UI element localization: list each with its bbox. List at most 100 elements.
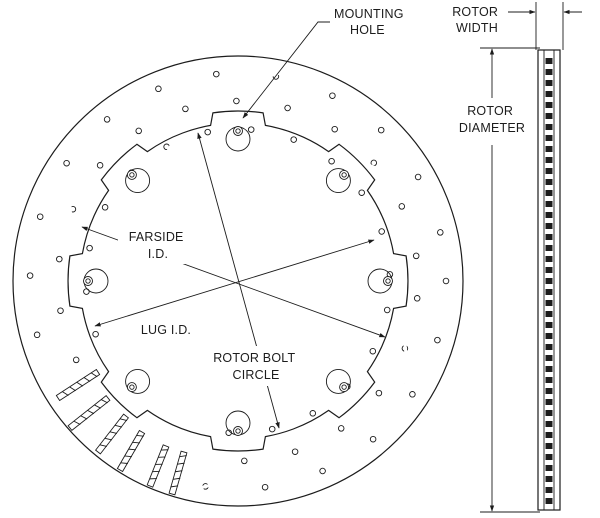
drill-thread [99, 444, 107, 447]
rotor-vane [545, 69, 553, 75]
rotor-vane [545, 311, 553, 317]
drill-hole [261, 483, 269, 491]
drill-thread [90, 372, 98, 378]
rotor-vane [545, 278, 553, 284]
drill-thread [104, 437, 113, 441]
rotor-vane [545, 113, 553, 119]
drill-hole [413, 295, 421, 302]
mounting-hole-inner [385, 278, 391, 284]
drill-thread [76, 381, 84, 387]
drill-hole [213, 70, 220, 78]
drill-thread [73, 420, 81, 425]
mounting-hole-inner [235, 428, 241, 434]
drill-hole [36, 213, 44, 220]
drill-thread [119, 418, 128, 421]
drill-hole [375, 389, 383, 397]
rotor-vane [545, 476, 553, 482]
drill-hole [369, 435, 377, 443]
rotor-vane [545, 234, 553, 240]
drill-hole [241, 457, 248, 465]
cross-drill-channel [146, 444, 170, 488]
drill-thread [124, 455, 132, 458]
curved-slot-outline [34, 346, 167, 408]
drill-thread [114, 424, 123, 428]
rotor-vane [545, 300, 553, 306]
curved-slot-outline [164, 72, 283, 156]
mounting-hole-inner [341, 384, 347, 390]
mounting-lug [125, 168, 151, 194]
curved-slot [192, 405, 312, 491]
drill-hole [204, 128, 211, 136]
drill-hole [331, 125, 338, 133]
mounting-lug [325, 168, 351, 194]
drill-hole [377, 126, 385, 134]
drill-thread [177, 462, 185, 465]
cross-drill-channel [55, 368, 101, 402]
drill-hole [26, 272, 34, 279]
rotor-vane [545, 344, 553, 350]
drill-hole [309, 410, 317, 417]
rotor-face [12, 55, 464, 507]
rotor-vane [545, 454, 553, 460]
mounting-lugs [83, 126, 393, 436]
rotor-vane [545, 333, 553, 339]
drill-thread [179, 455, 187, 458]
drill-hole [434, 336, 441, 344]
mounting-lug [225, 410, 251, 436]
drill-thread [175, 470, 183, 473]
rotor-side-view [537, 49, 561, 511]
rotor-vane [545, 399, 553, 405]
drill-hole [442, 277, 450, 285]
rotor-vane [545, 80, 553, 86]
drill-hole [86, 244, 93, 252]
drill-thread [80, 415, 88, 420]
lug-ear [125, 168, 151, 194]
drill-hole [268, 425, 276, 433]
lug-ear [325, 368, 351, 394]
rotor-vane [545, 289, 553, 295]
mounting-lug [325, 368, 351, 394]
drill-hole [101, 204, 109, 211]
rotor-vane [545, 179, 553, 185]
rotor-vane [545, 256, 553, 262]
rotor-vane [545, 124, 553, 130]
drill-hole [56, 255, 63, 263]
rotor-vane [545, 91, 553, 97]
drill-thread [62, 391, 69, 396]
drill-thread [83, 377, 91, 382]
mounting-hole-inner [235, 128, 241, 134]
drill-hole [103, 116, 111, 123]
rotor-vane [545, 432, 553, 438]
cross-drill-channel [95, 413, 129, 455]
farside-id-label: FARSIDE I.D. [129, 230, 188, 261]
rotor-vane [545, 223, 553, 229]
curved-slot [309, 153, 443, 217]
rotor-vane [545, 135, 553, 141]
rotor-vane [545, 190, 553, 196]
rotor-bolt-circle-label: ROTOR BOLT CIRCLE [213, 351, 299, 382]
drill-hole [329, 92, 336, 99]
rotor-vane [545, 168, 553, 174]
drill-hole [135, 127, 142, 135]
rotor-vane [545, 212, 553, 218]
inner-hat-profile [67, 110, 409, 452]
rotor-diameter-label: ROTOR DIAMETER [459, 104, 525, 135]
rotor-vane [545, 245, 553, 251]
drill-thread [94, 404, 102, 409]
mounting-lug [367, 268, 393, 294]
drill-hole [96, 162, 104, 169]
rotor-vane [545, 421, 553, 427]
drill-thread [170, 485, 179, 488]
mounting-hole-leader [242, 21, 330, 119]
rotor-vane [545, 201, 553, 207]
drill-hole [398, 203, 406, 210]
drill-thread [69, 386, 76, 392]
cross-drill-channel [168, 450, 188, 496]
drill-hole [337, 425, 345, 432]
rotor-vane [545, 146, 553, 152]
drill-thread [120, 462, 128, 464]
curved-slot [164, 71, 284, 157]
rotor-vane [545, 267, 553, 273]
rotor-vane [545, 388, 553, 394]
cross-drill-channel [67, 395, 111, 431]
